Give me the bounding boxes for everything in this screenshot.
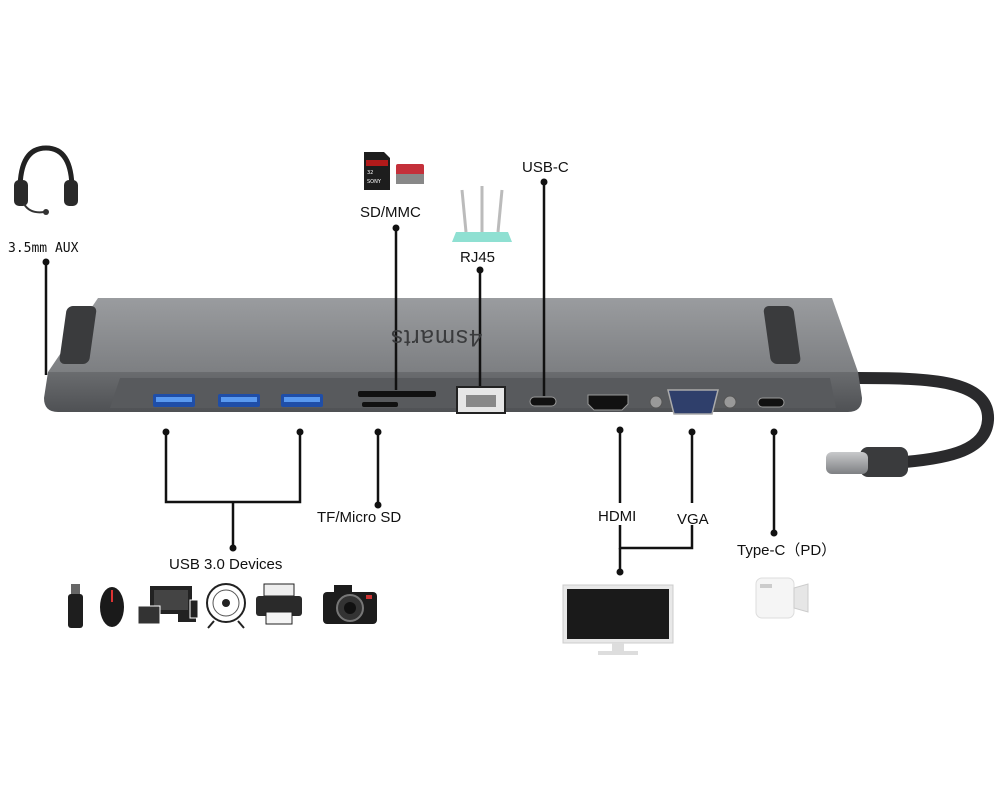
svg-text:SONY: SONY bbox=[367, 179, 382, 185]
label-type-c-pd: Type-C（PD） bbox=[737, 542, 837, 559]
usb-c-cable bbox=[852, 372, 994, 468]
camera-icon bbox=[323, 585, 377, 624]
monitor-icon bbox=[562, 584, 674, 655]
brand-logo: 4smarts bbox=[390, 324, 483, 351]
label-tf-micro-sd: TF/Micro SD bbox=[317, 509, 402, 526]
rj45-port bbox=[456, 386, 506, 414]
usb3-port-2 bbox=[218, 394, 260, 407]
hdmi-port bbox=[587, 394, 629, 411]
svg-text:32: 32 bbox=[367, 170, 373, 176]
fan-icon bbox=[206, 583, 246, 629]
label-usb-c: USB-C bbox=[522, 159, 569, 176]
usb3-port-1 bbox=[153, 394, 195, 407]
label-usb-3-0-devices: USB 3.0 Devices bbox=[169, 556, 283, 573]
label-rj45: RJ45 bbox=[460, 249, 496, 266]
label-vga: VGA bbox=[677, 511, 709, 528]
label-hdmi: HDMI bbox=[598, 508, 637, 525]
leader-lines bbox=[44, 182, 776, 572]
sd-slot bbox=[358, 391, 436, 397]
label-sd-mmc: SD/MMC bbox=[360, 204, 421, 221]
headphones-icon bbox=[14, 145, 78, 215]
mouse-icon bbox=[100, 587, 124, 627]
usb-drive-icon bbox=[68, 584, 83, 628]
hub-foot-right bbox=[763, 306, 801, 364]
sd-card-icon: SONY 32 bbox=[364, 152, 424, 190]
label-3-5mm-aux: 3.5mm AUX bbox=[8, 241, 79, 256]
hub-foot-left bbox=[59, 306, 97, 364]
computer-devices-icon bbox=[137, 586, 199, 625]
usb-c-plug bbox=[826, 447, 908, 477]
printer-icon bbox=[256, 583, 302, 625]
type-c-pd-port bbox=[757, 397, 785, 408]
vga-port bbox=[649, 389, 737, 415]
router-icon bbox=[452, 186, 512, 242]
power-adapter-icon bbox=[755, 577, 809, 619]
leader-dots bbox=[42, 178, 778, 576]
tf-slot bbox=[362, 402, 398, 407]
usb-c-port bbox=[529, 396, 557, 407]
usb3-port-3 bbox=[281, 394, 323, 407]
